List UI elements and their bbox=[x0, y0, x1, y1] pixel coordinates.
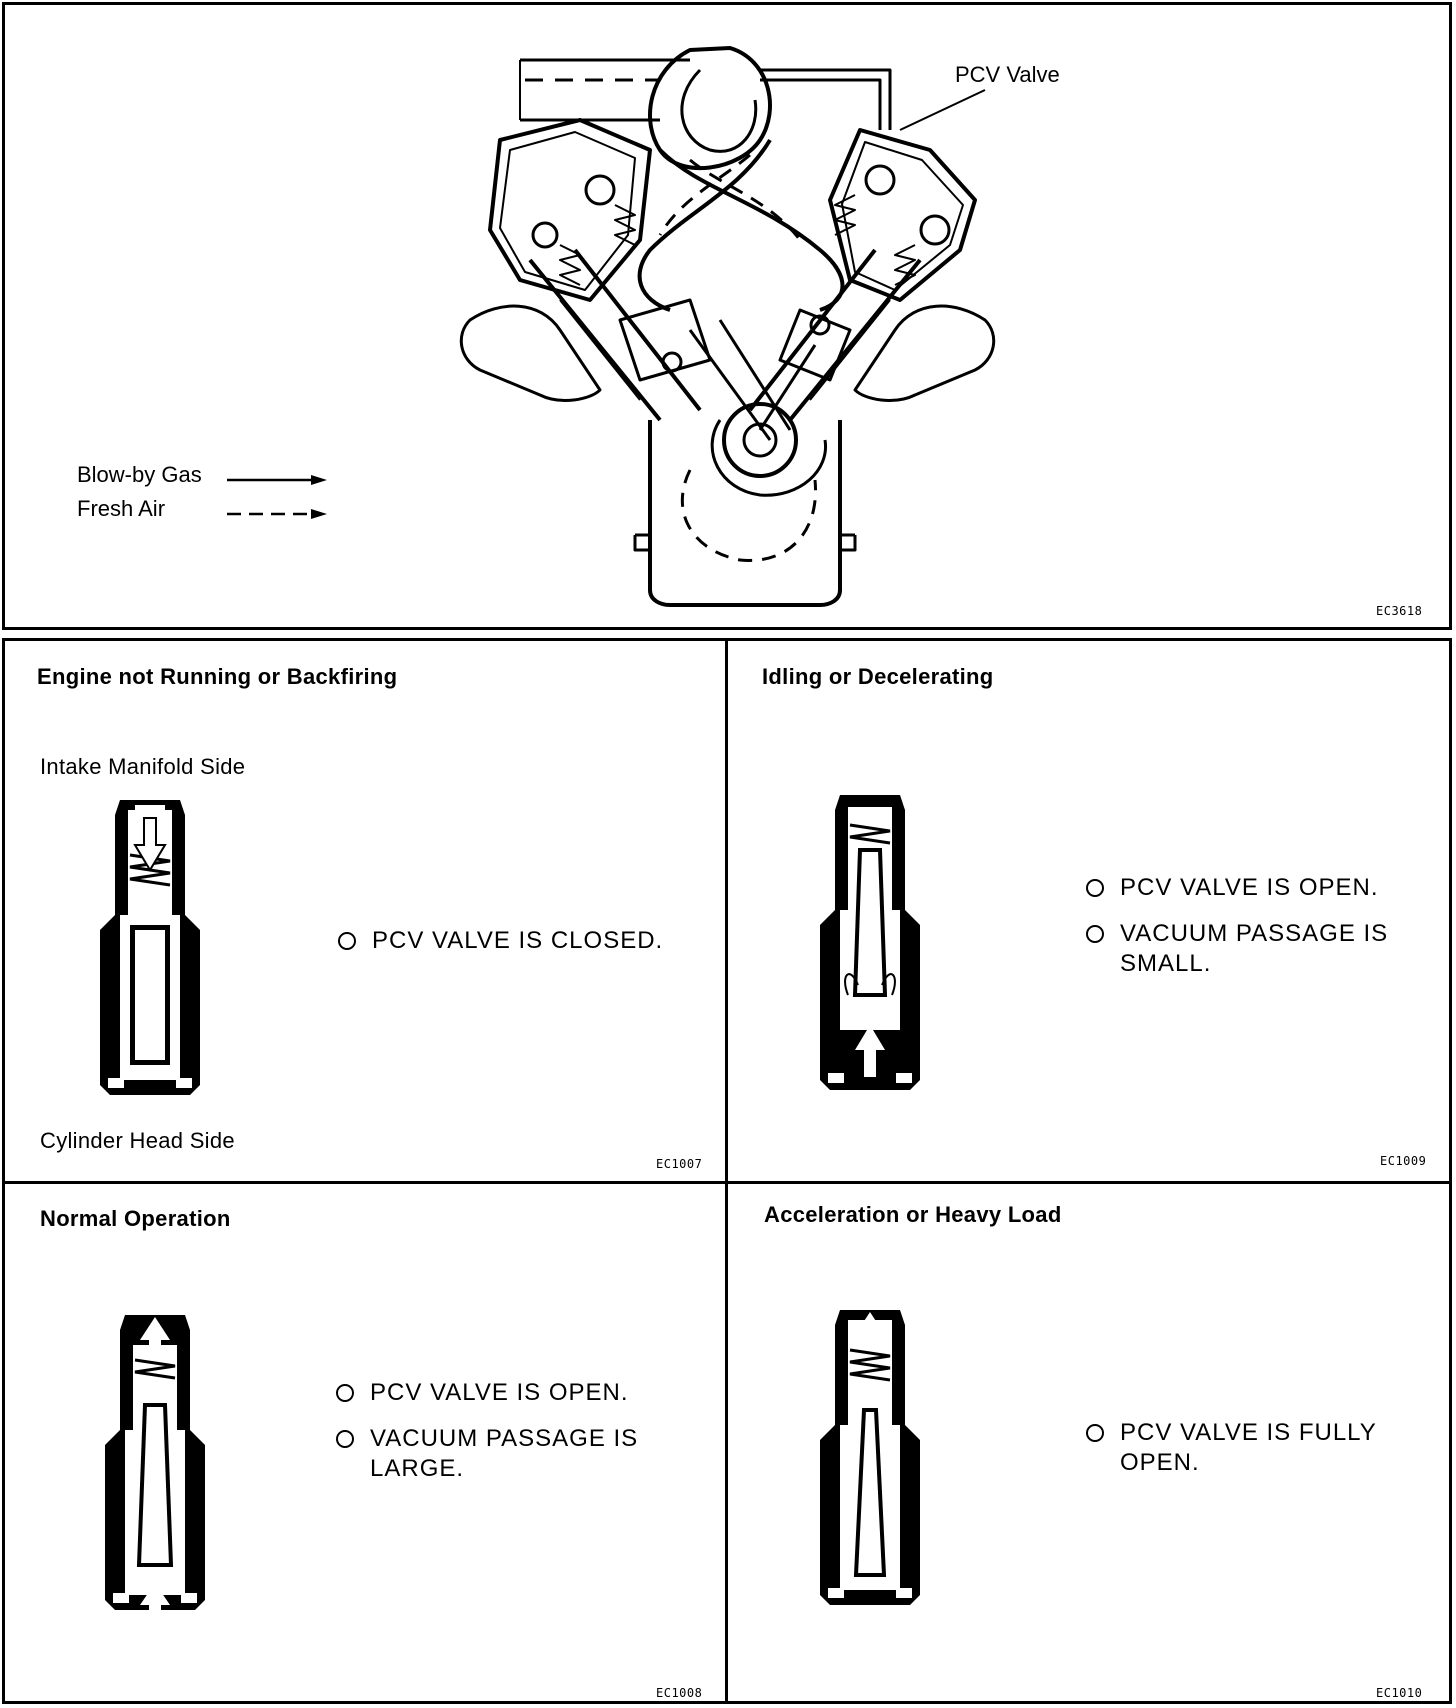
bullet-item: VACUUM PASSAGE IS SMALL. bbox=[1086, 919, 1426, 979]
figure-code: EC1010 bbox=[1376, 1686, 1423, 1700]
vertical-divider bbox=[725, 640, 728, 1702]
dashed-arrow-icon bbox=[227, 509, 327, 519]
bullet-item: PCV VALVE IS CLOSED. bbox=[338, 926, 698, 956]
engine-diagram-frame bbox=[2, 2, 1452, 630]
solid-arrow-icon bbox=[227, 475, 327, 485]
circle-bullet-icon bbox=[1086, 1424, 1104, 1442]
panel-title: Engine not Running or Backfiring bbox=[37, 664, 398, 689]
legend-item-fresh-air: Fresh Air bbox=[77, 496, 357, 530]
bullet-text: PCV VALVE IS OPEN. bbox=[1120, 874, 1379, 901]
bullet-text: PCV VALVE IS FULLY OPEN. bbox=[1120, 1419, 1377, 1476]
panel-bullets: PCV VALVE IS OPEN. VACUUM PASSAGE IS SMA… bbox=[1086, 873, 1426, 995]
circle-bullet-icon bbox=[338, 932, 356, 950]
bullet-text: VACUUM PASSAGE IS SMALL. bbox=[1120, 920, 1389, 977]
bullet-item: PCV VALVE IS OPEN. bbox=[1086, 873, 1426, 903]
figure-code: EC1009 bbox=[1380, 1154, 1427, 1168]
bullet-item: PCV VALVE IS FULLY OPEN. bbox=[1086, 1418, 1426, 1478]
panel-bullets: PCV VALVE IS CLOSED. bbox=[338, 926, 698, 972]
legend-label: Fresh Air bbox=[77, 496, 166, 521]
engine-cross-section bbox=[459, 46, 996, 607]
panel-bullets: PCV VALVE IS OPEN. VACUUM PASSAGE IS LAR… bbox=[336, 1378, 696, 1500]
circle-bullet-icon bbox=[1086, 879, 1104, 897]
panel-bullets: PCV VALVE IS FULLY OPEN. bbox=[1086, 1418, 1426, 1494]
pcv-valve-open-large-icon bbox=[105, 1315, 205, 1615]
panel-title: Idling or Decelerating bbox=[762, 664, 994, 689]
legend-item-blow-by-gas: Blow-by Gas bbox=[77, 462, 357, 496]
bullet-text: VACUUM PASSAGE IS LARGE. bbox=[370, 1425, 639, 1482]
pcv-valve-open-small-icon bbox=[820, 795, 920, 1090]
figure-code: EC3618 bbox=[1376, 604, 1423, 618]
circle-bullet-icon bbox=[336, 1384, 354, 1402]
bullet-item: PCV VALVE IS OPEN. bbox=[336, 1378, 696, 1408]
circle-bullet-icon bbox=[336, 1430, 354, 1448]
bullet-text: PCV VALVE IS CLOSED. bbox=[372, 927, 664, 954]
figure-code: EC1008 bbox=[656, 1686, 703, 1700]
horizontal-divider bbox=[4, 1181, 1450, 1184]
bullet-item: VACUUM PASSAGE IS LARGE. bbox=[336, 1424, 696, 1484]
pcv-valve-callout: PCV Valve bbox=[955, 62, 1060, 87]
panel-title: Normal Operation bbox=[40, 1206, 231, 1231]
pcv-valve-fully-open-icon bbox=[820, 1310, 920, 1605]
panel-title: Acceleration or Heavy Load bbox=[764, 1202, 1062, 1227]
pcv-operation-frame bbox=[2, 638, 1452, 1704]
legend-label: Blow-by Gas bbox=[77, 462, 202, 487]
bullet-text: PCV VALVE IS OPEN. bbox=[370, 1379, 629, 1406]
intake-manifold-side-label: Intake Manifold Side bbox=[40, 754, 246, 779]
flow-legend: Blow-by Gas Fresh Air bbox=[77, 462, 357, 530]
circle-bullet-icon bbox=[1086, 925, 1104, 943]
figure-code: EC1007 bbox=[656, 1157, 703, 1171]
cylinder-head-side-label: Cylinder Head Side bbox=[40, 1128, 235, 1153]
pcv-valve-closed-icon bbox=[100, 800, 200, 1095]
